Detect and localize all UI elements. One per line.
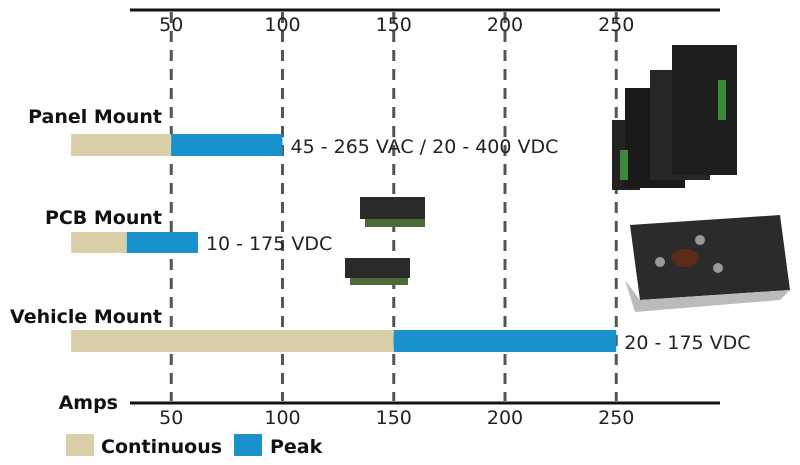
bar-peak	[171, 134, 283, 156]
vehicle-mount-drive-image	[625, 215, 790, 312]
bottom-tick-label: 100	[264, 407, 300, 429]
bar-continuous	[71, 330, 394, 352]
voltage-range-label: 10 - 175 VDC	[206, 233, 332, 255]
legend-label-continuous: Continuous	[101, 436, 222, 458]
panel-mount-drives-image	[612, 45, 737, 190]
bar-peak	[393, 330, 617, 352]
top-tick-label: 50	[159, 14, 183, 36]
top-tick-label: 200	[487, 14, 523, 36]
top-tick-label: 100	[264, 14, 300, 36]
top-tick-label: 250	[598, 14, 634, 36]
category-label: Vehicle Mount	[10, 306, 162, 328]
category-label: PCB Mount	[45, 207, 162, 229]
voltage-range-label: 20 - 175 VDC	[624, 332, 750, 354]
legend-label-peak: Peak	[270, 436, 323, 458]
bar-peak	[126, 232, 198, 253]
x-axis-label: Amps	[59, 392, 118, 414]
bar-continuous	[71, 232, 127, 253]
bottom-tick-label: 50	[159, 407, 183, 429]
bottom-tick-label: 200	[487, 407, 523, 429]
top-tick-label: 150	[376, 14, 412, 36]
voltage-range-label: 45 - 265 VAC / 20 - 400 VDC	[291, 136, 559, 158]
bar-continuous	[71, 134, 172, 156]
pcb-mount-drives-image	[345, 197, 425, 285]
legend-swatch-continuous	[66, 434, 94, 456]
bottom-tick-label: 150	[376, 407, 412, 429]
legend-swatch-peak	[234, 434, 262, 456]
bottom-tick-label: 250	[598, 407, 634, 429]
category-label: Panel Mount	[28, 106, 162, 128]
